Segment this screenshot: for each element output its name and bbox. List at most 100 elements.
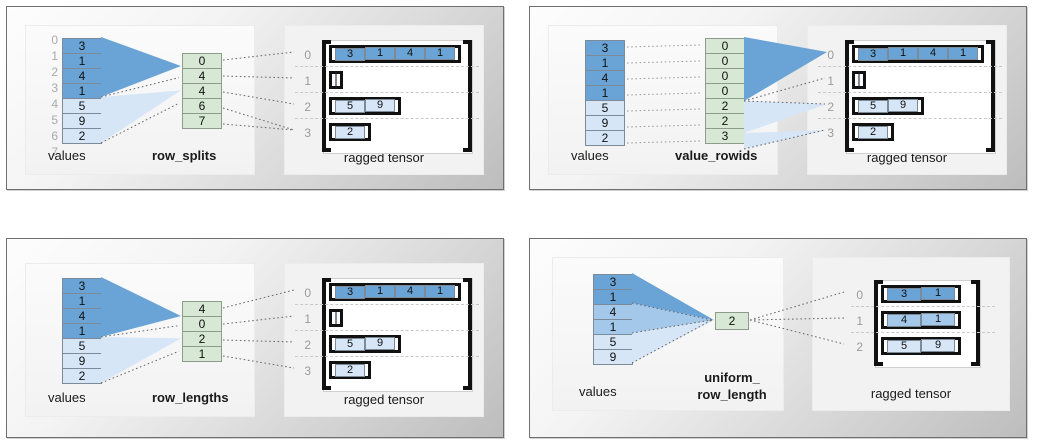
tensor-row-separator bbox=[851, 306, 995, 307]
connector-line bbox=[743, 129, 826, 150]
fan-shape bbox=[101, 37, 181, 97]
tensor-row-label: 3 bbox=[304, 364, 311, 378]
connector-overlay-value_rowids bbox=[626, 37, 827, 150]
connector-line bbox=[222, 91, 295, 105]
values-caption-row_splits: values bbox=[48, 148, 86, 163]
connector-line bbox=[631, 319, 713, 334]
tensor-cell: 9 bbox=[365, 337, 395, 350]
tensor-outer-bracket-right bbox=[986, 40, 995, 152]
connector-line bbox=[100, 102, 180, 144]
connector-line bbox=[749, 319, 845, 345]
connector-line bbox=[222, 51, 295, 61]
tensor-row-label: 3 bbox=[827, 126, 834, 140]
connector-line bbox=[749, 291, 845, 321]
connector-line bbox=[743, 77, 826, 102]
tensor-row-label: 0 bbox=[827, 48, 834, 62]
connector-line bbox=[626, 140, 702, 144]
empty-row-cell bbox=[335, 312, 337, 324]
connector-overlay-row_splits bbox=[100, 37, 295, 144]
tensor-outer-bracket-left bbox=[322, 278, 331, 390]
fan-shape bbox=[101, 90, 181, 143]
connector-line bbox=[626, 108, 702, 112]
partition-caption-row_splits: row_splits bbox=[152, 148, 217, 163]
value-cell: 2 bbox=[585, 130, 625, 146]
empty-row-cell bbox=[858, 74, 860, 86]
connector-overlay-uniform_row_length bbox=[631, 273, 845, 364]
tensor-cell: 1 bbox=[921, 287, 955, 300]
tensor-cell: 1 bbox=[948, 47, 978, 60]
tensor-row-label: 3 bbox=[304, 126, 311, 140]
tensor-outer-bracket-right bbox=[463, 40, 472, 152]
tensor-cell: 2 bbox=[858, 125, 888, 139]
connector-line bbox=[222, 107, 295, 131]
connector-line bbox=[631, 302, 713, 321]
value-index-label: 3 bbox=[51, 81, 58, 95]
tensor-caption-row_lengths: ragged tensor bbox=[343, 392, 425, 407]
tensor-cell: 3 bbox=[858, 47, 888, 61]
tensor-cell: 1 bbox=[425, 47, 455, 60]
tensor-row-label: 2 bbox=[304, 100, 311, 114]
partition-caption-line1-uniform_row_length: uniform_ bbox=[704, 370, 760, 385]
values-caption-uniform_row_length: values bbox=[579, 384, 617, 399]
figure-title: RaggedTensor encodings bbox=[0, 0, 1, 1]
tensor-row: 2 bbox=[329, 123, 371, 141]
tensor-cell: 2 bbox=[335, 363, 365, 377]
tensor-row-label: 2 bbox=[304, 338, 311, 352]
fan-shape bbox=[632, 273, 714, 320]
tensor-outer-bracket-right bbox=[463, 278, 472, 390]
values-caption-value_rowids: values bbox=[571, 148, 609, 163]
connector-line bbox=[100, 325, 180, 338]
connector-line bbox=[222, 315, 295, 325]
tensor-cell: 5 bbox=[335, 99, 365, 113]
connector-line bbox=[626, 60, 702, 64]
connector-overlay-row_lengths bbox=[100, 277, 295, 384]
tensor-row-label: 0 bbox=[856, 288, 863, 302]
tensor-row-separator bbox=[295, 92, 479, 93]
connector-line bbox=[626, 124, 702, 128]
tensor-cell: 4 bbox=[395, 47, 425, 60]
tensor-cell: 5 bbox=[335, 337, 365, 351]
tensor-cell: 3 bbox=[335, 285, 365, 299]
tensor-row-separator bbox=[818, 118, 1002, 119]
tensor-cell: 1 bbox=[888, 47, 918, 60]
tensor-cell: 3 bbox=[335, 47, 365, 61]
tensor-row bbox=[329, 309, 343, 327]
partition-cell: 1 bbox=[182, 346, 222, 362]
tensor-row-separator bbox=[851, 332, 995, 333]
tensor-cell: 4 bbox=[887, 313, 921, 327]
value-index-label: 0 bbox=[51, 33, 58, 47]
tensor-cell: 1 bbox=[921, 313, 955, 326]
tensor-cell: 9 bbox=[365, 99, 395, 112]
tensor-row-separator bbox=[295, 118, 479, 119]
tensor-cell: 1 bbox=[425, 285, 455, 298]
partition-cell: 7 bbox=[182, 113, 222, 129]
tensor-row-separator bbox=[295, 330, 479, 331]
connector-line bbox=[222, 75, 295, 79]
tensor-cell: 5 bbox=[887, 339, 921, 353]
tensor-cell: 4 bbox=[395, 285, 425, 298]
tensor-row bbox=[852, 71, 866, 89]
fan-shape bbox=[632, 303, 714, 333]
tensor-cell: 3 bbox=[887, 287, 921, 301]
connector-line bbox=[749, 317, 845, 321]
value-index-label: 7 bbox=[51, 145, 58, 159]
tensor-row-separator bbox=[295, 356, 479, 357]
